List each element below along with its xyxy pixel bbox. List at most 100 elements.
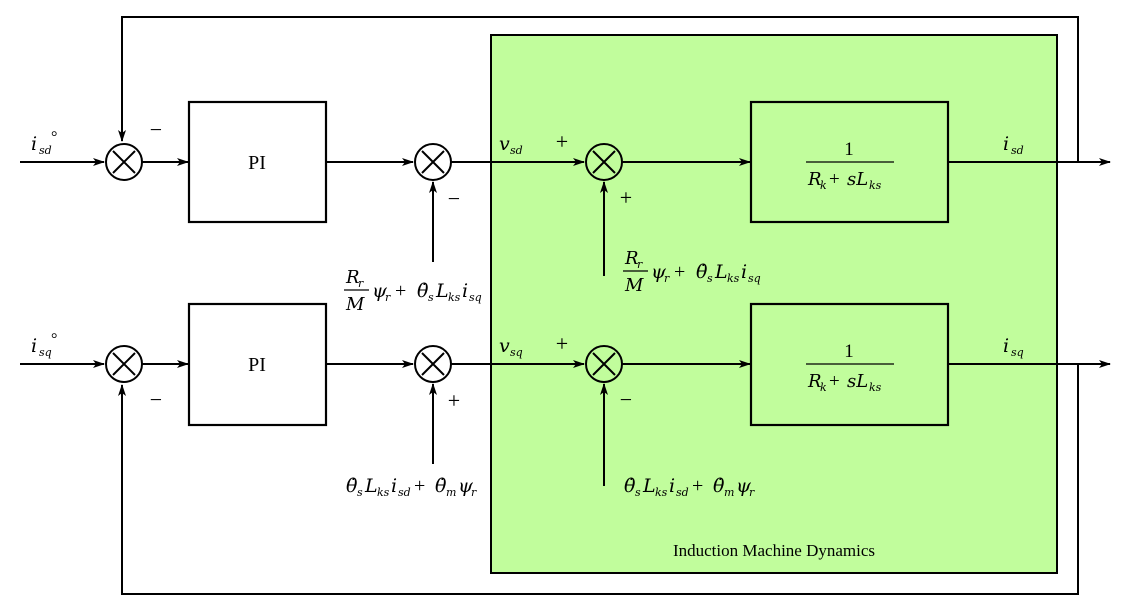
- sign-disturbance-d: +: [620, 185, 632, 210]
- decoupling-term-d: R r M ψ r + θ̇ s L ks i sq: [344, 267, 482, 315]
- svg-text:θ̇: θ̇: [346, 475, 358, 497]
- svg-text:M: M: [345, 294, 365, 315]
- svg-text:+: +: [829, 371, 840, 392]
- svg-text:°: °: [51, 129, 57, 146]
- svg-text:R: R: [807, 371, 822, 392]
- svg-text:L: L: [364, 475, 378, 497]
- svg-text:L: L: [435, 280, 449, 302]
- summer-plant-d: [585, 143, 623, 181]
- transfer-function-q: 1 R k + sL ks: [806, 341, 894, 394]
- summer-ref-d: [105, 143, 143, 181]
- svg-text:ψ: ψ: [651, 261, 667, 283]
- svg-text:θ̇: θ̇: [696, 261, 708, 283]
- svg-text:r: r: [637, 258, 643, 271]
- svg-text:θ̇: θ̇: [624, 475, 636, 497]
- svg-text:ψ: ψ: [372, 280, 388, 302]
- svg-text:k: k: [820, 179, 827, 192]
- label-vsd: v sd: [499, 133, 523, 157]
- svg-text:i: i: [391, 475, 397, 497]
- label-ref-isd: i sd °: [31, 129, 57, 157]
- svg-text:sL: sL: [847, 169, 868, 190]
- svg-text:i: i: [741, 261, 747, 283]
- svg-text:R: R: [345, 267, 360, 288]
- pi-controller-d: [187, 100, 328, 224]
- label-ref-isq: i sq °: [31, 331, 57, 359]
- decoupling-term-q: θ̇ s L ks i sd + θ̇ m ψ r: [346, 475, 477, 499]
- svg-text:i: i: [31, 133, 37, 155]
- svg-text:sd: sd: [676, 486, 689, 499]
- svg-text:R: R: [807, 169, 822, 190]
- svg-text:sq: sq: [39, 346, 52, 359]
- pi-label-d: PI: [248, 152, 266, 174]
- feedback-line-d: [118, 16, 1079, 162]
- svg-text:1: 1: [844, 139, 854, 160]
- region-label: Induction Machine Dynamics: [673, 541, 875, 560]
- svg-text:sd: sd: [398, 486, 411, 499]
- sign-disturbance-q: −: [620, 387, 632, 412]
- svg-text:m: m: [724, 486, 734, 499]
- svg-text:ks: ks: [655, 486, 668, 499]
- svg-text:+: +: [414, 475, 425, 497]
- svg-text:sq: sq: [469, 291, 482, 304]
- sign-decoupling-q: +: [448, 388, 460, 413]
- svg-text:i: i: [31, 335, 37, 357]
- svg-text:sq: sq: [510, 346, 523, 359]
- label-output-isq: i sq: [1003, 335, 1024, 359]
- svg-text:θ̇: θ̇: [417, 280, 429, 302]
- svg-text:r: r: [358, 277, 364, 290]
- svg-text:ks: ks: [377, 486, 390, 499]
- svg-text:s: s: [357, 486, 363, 499]
- summer-decoupling-q: [414, 345, 452, 383]
- svg-text:r: r: [664, 272, 670, 285]
- summer-decoupling-d: [414, 143, 452, 181]
- disturbance-term-q: θ̇ s L ks i sd + θ̇ m ψ r: [624, 475, 755, 499]
- svg-text:ks: ks: [869, 179, 882, 192]
- svg-text:R: R: [624, 248, 639, 269]
- svg-text:s: s: [428, 291, 434, 304]
- svg-text:sd: sd: [510, 144, 523, 157]
- pi-controller-q: [187, 302, 328, 427]
- svg-text:+: +: [395, 280, 406, 302]
- svg-text:ks: ks: [727, 272, 740, 285]
- transfer-function-d: 1 R k + sL ks: [806, 139, 894, 192]
- svg-text:v: v: [499, 335, 510, 357]
- feedback-line-q: [118, 364, 1079, 595]
- svg-text:i: i: [1003, 335, 1009, 357]
- svg-text:s: s: [707, 272, 713, 285]
- svg-text:L: L: [714, 261, 728, 283]
- svg-text:+: +: [674, 261, 685, 283]
- svg-text:ks: ks: [448, 291, 461, 304]
- svg-text:θ̇: θ̇: [713, 475, 725, 497]
- label-vsq: v sq: [499, 335, 523, 359]
- svg-text:ψ: ψ: [458, 475, 474, 497]
- svg-text:sq: sq: [748, 272, 761, 285]
- summer-plant-q: [585, 345, 623, 383]
- svg-text:sd: sd: [39, 144, 52, 157]
- svg-text:s: s: [635, 486, 641, 499]
- sign-decoupling-d: −: [448, 186, 460, 211]
- sign-plant-input-d: +: [556, 129, 568, 154]
- sign-feedback-d: −: [150, 117, 162, 142]
- svg-text:θ̇: θ̇: [435, 475, 447, 497]
- svg-text:°: °: [51, 331, 57, 348]
- pi-label-q: PI: [248, 354, 266, 376]
- svg-text:r: r: [385, 291, 391, 304]
- summer-ref-q: [105, 345, 143, 383]
- label-output-isd: i sd: [1003, 133, 1024, 157]
- svg-text:+: +: [692, 475, 703, 497]
- svg-text:ψ: ψ: [736, 475, 752, 497]
- svg-text:r: r: [471, 486, 477, 499]
- svg-text:sd: sd: [1011, 144, 1024, 157]
- svg-text:1: 1: [844, 341, 854, 362]
- svg-text:r: r: [749, 486, 755, 499]
- svg-text:i: i: [462, 280, 468, 302]
- sign-feedback-q: −: [150, 387, 162, 412]
- svg-text:sq: sq: [1011, 346, 1024, 359]
- svg-text:v: v: [499, 133, 510, 155]
- svg-text:sL: sL: [847, 371, 868, 392]
- svg-text:k: k: [820, 381, 827, 394]
- svg-text:L: L: [642, 475, 656, 497]
- svg-text:m: m: [446, 486, 456, 499]
- svg-text:+: +: [829, 169, 840, 190]
